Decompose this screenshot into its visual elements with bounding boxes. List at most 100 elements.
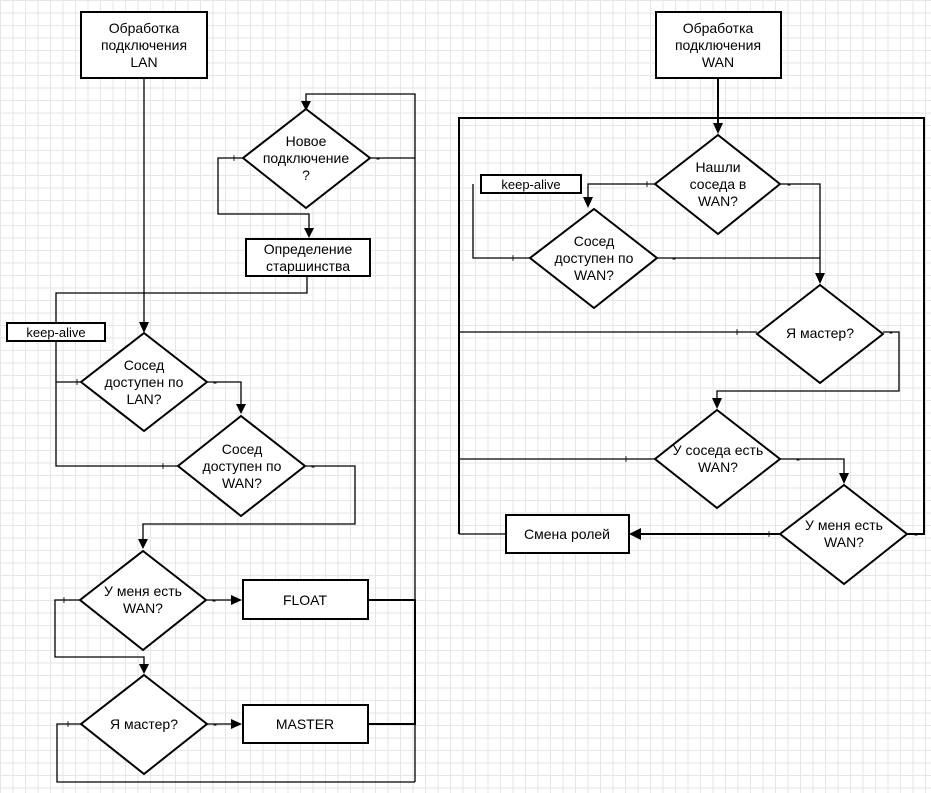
arrowhead: [629, 528, 641, 540]
edge-wan-am-master-no: [716, 331, 900, 399]
lan-start-line-3: LAN: [130, 54, 157, 70]
lan-start-line-2: подключения: [101, 37, 187, 53]
mark-no: -: [376, 151, 380, 165]
mark-no: -: [787, 177, 791, 191]
mark-yes: +: [230, 151, 237, 165]
lan-neighbor-lan-line-2: доступен по: [105, 374, 184, 390]
edge-lan-have-wan-yes: [54, 599, 145, 665]
wan-neighbor-wan-line-2: доступен по: [555, 250, 634, 266]
wan-keepalive-box: keep-alive: [480, 174, 582, 194]
lan-keepalive-box: keep-alive: [6, 322, 106, 342]
lan-seniority-line-1: Определение: [264, 241, 353, 257]
lan-new-conn-line-2: подключение: [263, 150, 350, 166]
edge-lan-new-conn-yes: [217, 157, 310, 229]
wan-found-line-3: WAN?: [698, 193, 738, 209]
lan-keepalive-label: keep-alive: [26, 325, 85, 340]
mark-no: -: [213, 717, 217, 731]
edge-lan-neighbor-wan-yes: [55, 382, 178, 467]
mark-no: -: [212, 593, 216, 607]
wan-am-master-label: Я мастер?: [786, 325, 854, 341]
mark-yes: +: [73, 375, 80, 389]
wan-role-change-box: Смена ролей: [505, 514, 630, 554]
edge-wan-neighbor-has-wan-no: [780, 458, 845, 474]
lan-have-wan-decision: У меня есть WAN?: [78, 549, 208, 652]
lan-neighbor-wan-line-1: Сосед: [222, 441, 263, 457]
mark-no: -: [672, 251, 676, 265]
edge-wan-outer-loop: [458, 117, 925, 535]
mark-no: -: [311, 459, 315, 473]
arrowhead: [583, 197, 593, 208]
edge-lan-float-to-spine: [368, 599, 416, 725]
lan-new-connection-decision: Новое подключение ?: [241, 107, 372, 210]
mark-yes: +: [765, 527, 772, 541]
lan-branch-marks: + - + - + - + - + -: [60, 151, 380, 731]
wan-neighbor-wan-line-1: Сосед: [574, 233, 615, 249]
wan-connectors: [458, 78, 925, 540]
wan-neighbor-wan-decision: Сосед доступен по WAN?: [528, 207, 659, 310]
lan-start-line-1: Обработка: [109, 20, 180, 36]
wan-have-wan-line-2: WAN?: [824, 534, 864, 550]
arrowhead: [713, 123, 723, 134]
edge-wan-found-yes: [587, 183, 655, 198]
wan-have-wan-decision: У меня есть WAN?: [778, 483, 909, 586]
arrowhead: [231, 595, 242, 605]
mark-yes: +: [159, 459, 166, 473]
mark-no: -: [889, 325, 893, 339]
edge-lan-neighbor-wan-no: [142, 465, 356, 540]
lan-seniority-box: Определение старшинства: [245, 238, 371, 277]
wan-start-line-3: WAN: [702, 54, 734, 70]
lan-have-wan-line-1: У меня есть: [104, 583, 182, 599]
arrowhead: [138, 539, 148, 549]
arrowhead: [139, 322, 149, 333]
wan-found-neighbor-decision: Нашли соседа в WAN?: [653, 133, 782, 236]
lan-neighbor-lan-line-1: Сосед: [124, 357, 165, 373]
wan-keepalive-label: keep-alive: [501, 177, 560, 192]
mark-no: -: [914, 527, 918, 541]
lan-seniority-line-2: старшинства: [266, 258, 350, 274]
wan-found-line-2: соседа в: [690, 176, 747, 192]
mark-yes: +: [733, 325, 740, 339]
edge-wan-keepalive-loop: [472, 184, 530, 259]
lan-float-label: FLOAT: [283, 592, 328, 608]
wan-neighbor-has-wan-line-2: WAN?: [698, 459, 738, 475]
lan-neighbor-wan-line-2: доступен по: [203, 458, 282, 474]
arrowhead: [712, 398, 722, 409]
arrowhead: [301, 101, 311, 111]
wan-have-wan-line-1: У меня есть: [805, 517, 883, 533]
edge-lan-seniority-out: [55, 276, 308, 323]
edge-lan-am-master-yes: [56, 723, 415, 783]
arrowhead: [304, 228, 314, 238]
arrowhead: [139, 664, 149, 674]
arrowhead: [815, 273, 825, 284]
lan-have-wan-line-2: WAN?: [123, 600, 163, 616]
lan-float-box: FLOAT: [242, 579, 369, 620]
lan-master-label: MASTER: [276, 716, 334, 732]
arrowhead: [839, 473, 849, 484]
wan-branch-marks: + - + - + - + - + -: [509, 177, 918, 541]
arrowhead: [236, 404, 246, 414]
edge-lan-neighbor-lan-no: [207, 381, 242, 405]
mark-no: -: [213, 375, 217, 389]
wan-neighbor-wan-line-3: WAN?: [574, 267, 614, 283]
lan-neighbor-lan-line-3: LAN?: [126, 391, 161, 407]
edge-wan-found-no: [780, 183, 821, 274]
wan-start-line-1: Обработка: [683, 20, 754, 36]
wan-am-master-decision: Я мастер?: [755, 283, 885, 385]
arrowhead: [231, 719, 242, 729]
mark-yes: +: [64, 717, 71, 731]
lan-am-master-label: Я мастер?: [110, 716, 178, 732]
wan-neighbor-has-wan-decision: У соседа есть WAN?: [653, 408, 782, 510]
wan-neighbor-has-wan-line-1: У соседа есть: [673, 442, 764, 458]
lan-new-conn-line-3: ?: [302, 167, 310, 183]
lan-connectors: [54, 78, 416, 783]
wan-found-line-1: Нашли: [695, 159, 740, 175]
wan-role-change-label: Смена ролей: [524, 526, 610, 542]
lan-neighbor-wan-decision: Сосед доступен по WAN?: [176, 414, 307, 518]
lan-start-box: Обработка подключения LAN: [80, 11, 208, 79]
wan-start-line-2: подключения: [675, 37, 761, 53]
mark-yes: +: [60, 593, 67, 607]
wan-start-box: Обработка подключения WAN: [655, 11, 782, 79]
edge-lan-loop-top: [305, 93, 416, 158]
lan-am-master-decision: Я мастер?: [79, 673, 209, 776]
